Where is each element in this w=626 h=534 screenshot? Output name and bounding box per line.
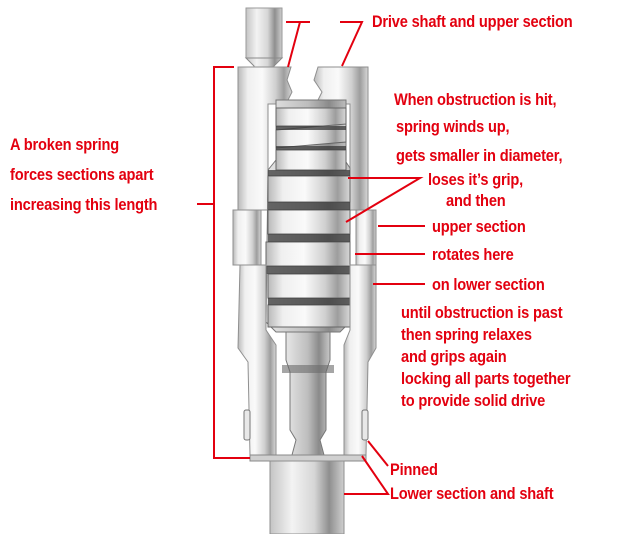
spring-core — [265, 99, 351, 333]
label-broken-spring-3: increasing this length — [10, 195, 158, 214]
spring-coils — [265, 107, 351, 328]
upper-drive-shaft — [244, 7, 284, 73]
label-drive-shaft: Drive shaft and upper section — [372, 12, 573, 31]
label-obstruction-2: spring winds up, — [396, 117, 510, 136]
label-obstruction-5: and then — [446, 191, 506, 210]
lower-shaft — [269, 460, 345, 534]
label-broken-spring-2: forces sections apart — [10, 165, 154, 184]
label-broken-spring-1: A broken spring — [10, 135, 119, 154]
leader-loses-grip — [345, 177, 424, 223]
label-rotates-here: rotates here — [432, 245, 514, 264]
label-relax-3: and grips again — [401, 347, 507, 366]
leader-pinned — [367, 440, 389, 467]
label-relax-2: then spring relaxes — [401, 325, 532, 344]
leader-lines — [197, 21, 425, 495]
outer-housing-lower — [237, 264, 377, 462]
label-obstruction-4: loses it’s grip, — [428, 170, 524, 189]
label-lower-section-shaft: Lower section and shaft — [390, 484, 554, 503]
label-pinned: Pinned — [390, 460, 438, 479]
label-on-lower-section: on lower section — [432, 275, 545, 294]
label-upper-section: upper section — [432, 217, 526, 236]
leader-drive-shaft-bracket — [340, 21, 364, 67]
label-relax-5: to provide solid drive — [401, 391, 546, 410]
length-bracket — [213, 66, 250, 459]
label-relax-1: until obstruction is past — [401, 303, 563, 322]
label-relax-4: locking all parts together — [401, 369, 571, 388]
label-obstruction-3: gets smaller in diameter, — [396, 146, 563, 165]
label-obstruction-1: When obstruction is hit, — [394, 90, 557, 109]
leader-drive-shaft — [286, 21, 310, 68]
